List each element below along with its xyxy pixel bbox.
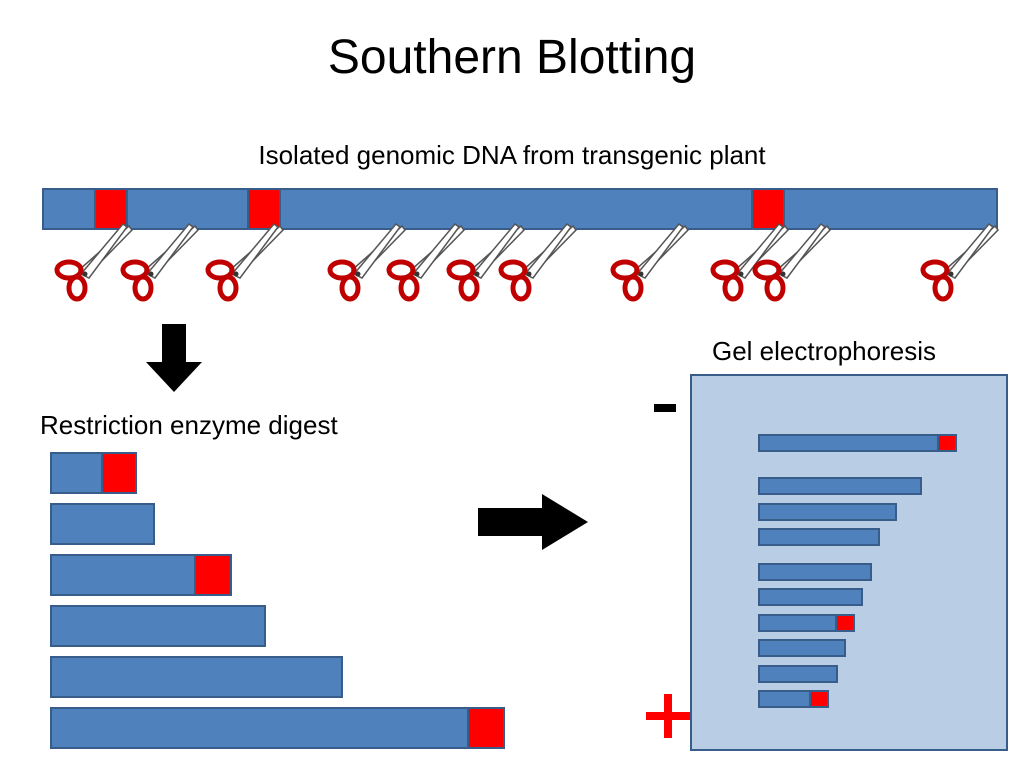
scissors-icon <box>205 222 284 302</box>
scissors-icon <box>610 222 689 302</box>
transgene-insert-marker <box>835 616 853 630</box>
gel-band <box>758 665 838 683</box>
gel-band <box>758 528 880 546</box>
negative-electrode-sign <box>654 404 676 412</box>
scissors-icon <box>54 222 133 302</box>
transgene-insert-marker <box>751 188 785 230</box>
scissors-icon <box>752 222 831 302</box>
gel-band <box>758 477 922 495</box>
scissors-icon <box>386 222 465 302</box>
transgene-insert-marker <box>937 436 955 450</box>
digest-fragment <box>50 452 137 494</box>
gel-band <box>758 434 957 452</box>
scissors-icon <box>920 222 999 302</box>
digest-fragment <box>50 503 155 545</box>
positive-electrode-sign <box>646 694 690 738</box>
transgene-insert-marker <box>247 188 281 230</box>
gel-band <box>758 614 855 632</box>
gel-band <box>758 690 829 708</box>
slide-title: Southern Blotting <box>327 31 697 84</box>
strand-label: Isolated genomic DNA from transgenic pla… <box>258 140 766 170</box>
transgene-insert-marker <box>467 709 503 747</box>
arrow-down-icon <box>146 324 202 392</box>
scissors-icon <box>120 222 199 302</box>
gel-band <box>758 503 897 521</box>
digest-fragment <box>50 656 343 698</box>
arrow-right-icon <box>478 494 588 550</box>
scissors-icon <box>446 222 525 302</box>
scissors-icon <box>327 222 406 302</box>
gel-band <box>758 639 846 657</box>
gel-band <box>758 563 872 581</box>
digest-label: Restriction enzyme digest <box>40 410 338 440</box>
scissors-icon <box>498 222 577 302</box>
digest-fragment <box>50 605 266 647</box>
transgene-insert-marker <box>809 692 827 706</box>
digest-fragment <box>50 554 232 596</box>
transgene-insert-marker <box>194 556 230 594</box>
digest-fragment <box>50 707 505 749</box>
gel-band <box>758 588 863 606</box>
gel-label: Gel electrophoresis <box>712 336 936 366</box>
transgene-insert-marker <box>101 454 135 492</box>
transgene-insert-marker <box>94 188 128 230</box>
scissors-icon <box>710 222 789 302</box>
